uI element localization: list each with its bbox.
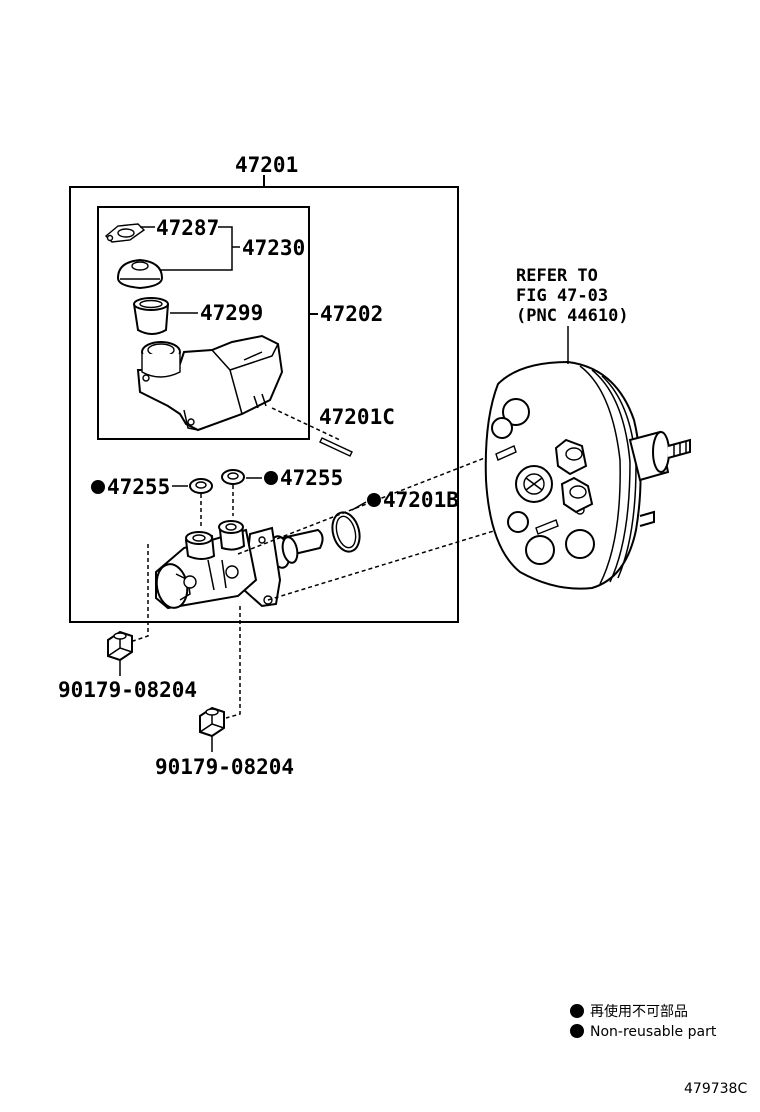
grommet-47255-right [221,469,245,485]
label-47202: 47202 [320,302,383,326]
refer-line-3: (PNC 44610) [516,306,629,326]
nut-90179-b [199,706,225,738]
o-ring-47201b [331,511,361,553]
legend-mark-jp [570,1004,584,1018]
reservoir-tank [136,334,284,432]
label-47287: 47287 [156,216,219,240]
master-cylinder [155,520,324,610]
non-reusable-mark-47201B [367,493,381,507]
reservoir-cap-47230 [116,258,164,290]
reservoir-box-47202 [97,206,310,440]
dashline-nut-a [129,544,149,643]
gasket-47287 [104,223,146,243]
label-90179-b: 90179-08204 [155,755,294,779]
dashline-upper-stud [237,451,501,555]
label-47201: 47201 [235,153,298,177]
refer-line-2: FIG 47-03 [516,286,608,306]
refer-line-1: REFER TO [516,266,598,286]
bracket-47230 [160,226,233,271]
brake-booster [484,360,691,590]
legend-mark-en [570,1024,584,1038]
label-47201C: 47201C [319,405,395,429]
dashline-nut-b [225,606,241,719]
strainer-47299 [133,297,169,335]
label-47230: 47230 [242,236,305,260]
dashline-lower-stud [267,525,511,601]
non-reusable-mark-47255-left [91,480,105,494]
legend-en: Non-reusable part [590,1024,717,1040]
nut-90179-a [107,630,133,662]
pin-47201c [319,437,353,457]
label-47255-right: 47255 [280,466,343,490]
label-47201B: 47201B [383,488,459,512]
label-47299: 47299 [200,301,263,325]
leader-47201B [351,501,367,511]
grommet-47255-left [189,478,213,494]
dashline-47201c [271,407,341,441]
label-47255-left: 47255 [107,475,170,499]
label-90179-a: 90179-08204 [58,678,197,702]
legend-jp: 再使用不可部品 [590,1003,688,1020]
diagram-code: 479738C [684,1081,747,1097]
non-reusable-mark-47255-right [264,471,278,485]
